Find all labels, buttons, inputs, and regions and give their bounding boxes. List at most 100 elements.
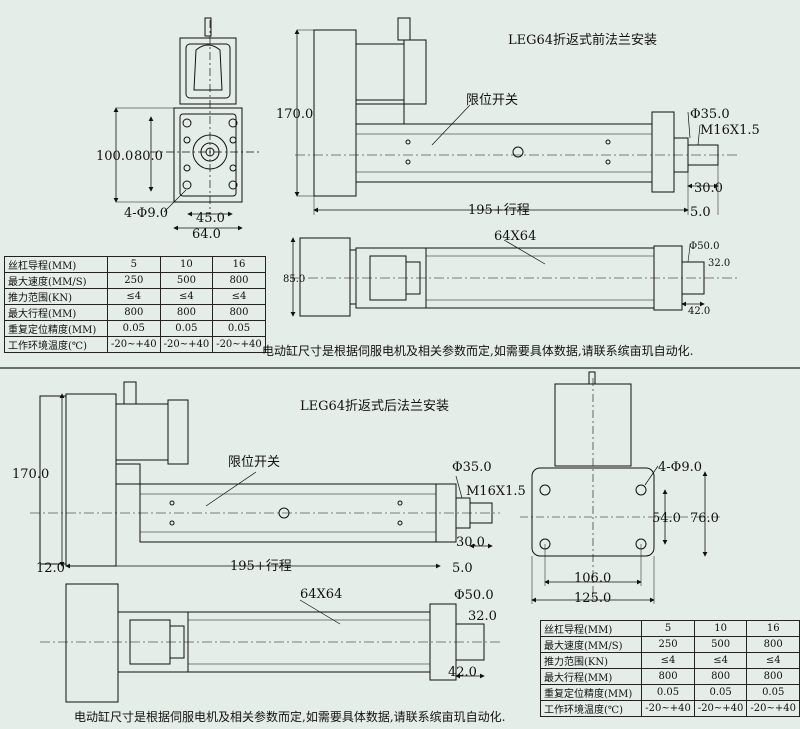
dim-front-height: 100.0 — [96, 149, 133, 164]
spec-value: -20~+40 — [159, 336, 214, 353]
spec-value: 10 — [159, 256, 214, 273]
dim-top-flange: Φ50.0 — [689, 241, 719, 252]
spec-value: 5 — [641, 620, 695, 637]
spec-value: -20~+40 — [107, 336, 161, 353]
spec-value: 250 — [641, 636, 695, 653]
dim-flange-holes: 4-Φ9.0 — [658, 460, 702, 475]
spec-value: ≤4 — [641, 652, 695, 669]
spec-value: 250 — [107, 272, 161, 289]
spec-value: ≤4 — [746, 652, 800, 669]
spec-label: 工作环境温度(℃) — [539, 700, 643, 717]
spec-value: 0.05 — [693, 684, 748, 701]
spec-label: 最大速度(MM/S) — [539, 636, 643, 653]
spec-value: 500 — [159, 272, 214, 289]
spec-row: 推力范围(KN)≤4≤4≤4 — [539, 652, 800, 669]
dim-b-side-thread: M16X1.5 — [466, 484, 526, 499]
spec-value: -20~+40 — [641, 700, 695, 717]
spec-value: 0.05 — [107, 320, 161, 337]
dim-top-end: 42.0 — [688, 306, 710, 317]
top-front-view — [113, 17, 260, 231]
dim-side-height: 170.0 — [276, 107, 313, 122]
dim-b-side-rod-dia: Φ35.0 — [452, 460, 492, 475]
top-top-view — [290, 237, 740, 317]
spec-value: 0.05 — [212, 320, 266, 337]
spec-label: 丝杠导程(MM) — [539, 620, 643, 637]
spec-value: 800 — [107, 304, 161, 321]
spec-label: 推力范围(KN) — [539, 652, 643, 669]
spec-label: 重复定位精度(MM) — [539, 684, 643, 701]
bottom-top-view — [40, 583, 500, 703]
bottom-title: LEG64折返式后法兰安装 — [300, 399, 449, 414]
dim-b-top-rod: 32.0 — [468, 609, 497, 624]
spec-value: 16 — [212, 256, 266, 273]
spec-value: 0.05 — [159, 320, 214, 337]
dim-flange-pitch: 106.0 — [574, 571, 611, 586]
spec-value: 800 — [159, 304, 214, 321]
spec-value: 800 — [746, 668, 800, 685]
dim-b-side-rod-len: 30.0 — [456, 535, 485, 550]
spec-value: 5 — [107, 256, 161, 273]
dim-side-rod-dia: Φ35.0 — [690, 107, 730, 122]
dim-flange-width: 125.0 — [574, 591, 611, 606]
spec-label: 重复定位精度(MM) — [4, 320, 108, 337]
spec-value: -20~+40 — [746, 700, 800, 717]
dim-side-thread: M16X1.5 — [700, 123, 760, 138]
dim-top-height: 85.0 — [283, 274, 305, 285]
spec-label: 推力范围(KN) — [4, 288, 108, 305]
spec-value: ≤4 — [693, 652, 748, 669]
spec-value: ≤4 — [212, 288, 266, 305]
spec-label: 最大行程(MM) — [4, 304, 108, 321]
spec-value: 800 — [746, 636, 800, 653]
spec-label: 最大行程(MM) — [539, 668, 643, 685]
spec-value: 10 — [693, 620, 748, 637]
spec-value: -20~+40 — [693, 700, 748, 717]
bottom-flange-view — [520, 371, 720, 604]
dim-side-rod-len: 30.0 — [694, 181, 723, 196]
spec-label: 最大速度(MM/S) — [4, 272, 108, 289]
spec-value: -20~+40 — [212, 336, 266, 353]
dim-b-side-height: 170.0 — [12, 467, 49, 482]
note-top: 电动缸尺寸是根据伺服电机及相关参数而定,如需要具体数据,请联系缤亩玑自动化. — [262, 344, 694, 358]
top-side-view — [294, 17, 740, 215]
dim-front-width: 64.0 — [192, 227, 221, 242]
spec-label: 丝杠导程(MM) — [4, 256, 108, 273]
dim-front-pitch: 45.0 — [196, 211, 225, 226]
spec-value: 500 — [693, 636, 748, 653]
spec-row: 工作环境温度(℃)-20~+40-20~+40-20~+40 — [4, 336, 266, 353]
spec-value: ≤4 — [159, 288, 214, 305]
label-b-limit-switch: 限位开关 — [228, 455, 280, 470]
dim-side-gap: 5.0 — [690, 205, 711, 220]
top-title: LEG64折返式前法兰安装 — [508, 32, 657, 48]
spec-label: 工作环境温度(℃) — [4, 336, 108, 353]
dim-b-top-body: 64X64 — [300, 587, 342, 602]
spec-row: 推力范围(KN)≤4≤4≤4 — [4, 288, 266, 305]
bottom-side-view — [30, 381, 500, 569]
dim-b-side-stroke: 195+行程 — [230, 559, 292, 574]
dim-b-top-end: 42.0 — [448, 665, 477, 680]
dim-flange-outer: 76.0 — [690, 511, 719, 526]
spec-value: 0.05 — [641, 684, 695, 701]
spec-value: 16 — [746, 620, 800, 637]
dim-side-stroke: 195+行程 — [468, 203, 530, 218]
dim-top-rod: 32.0 — [708, 258, 730, 269]
dim-top-body: 64X64 — [494, 229, 536, 244]
spec-value: ≤4 — [107, 288, 161, 305]
note-bottom: 电动缸尺寸是根据伺服电机及相关参数而定,如需要具体数据,请联系缤亩玑自动化. — [74, 710, 506, 724]
spec-value: 800 — [212, 272, 266, 289]
dim-b-side-offset: 12.0 — [36, 561, 65, 576]
spec-value: 0.05 — [746, 684, 800, 701]
spec-row: 工作环境温度(℃)-20~+40-20~+40-20~+40 — [539, 700, 800, 717]
spec-value: 800 — [641, 668, 695, 685]
label-limit-switch: 限位开关 — [466, 93, 518, 108]
spec-value: 800 — [212, 304, 266, 321]
spec-value: 800 — [693, 668, 748, 685]
